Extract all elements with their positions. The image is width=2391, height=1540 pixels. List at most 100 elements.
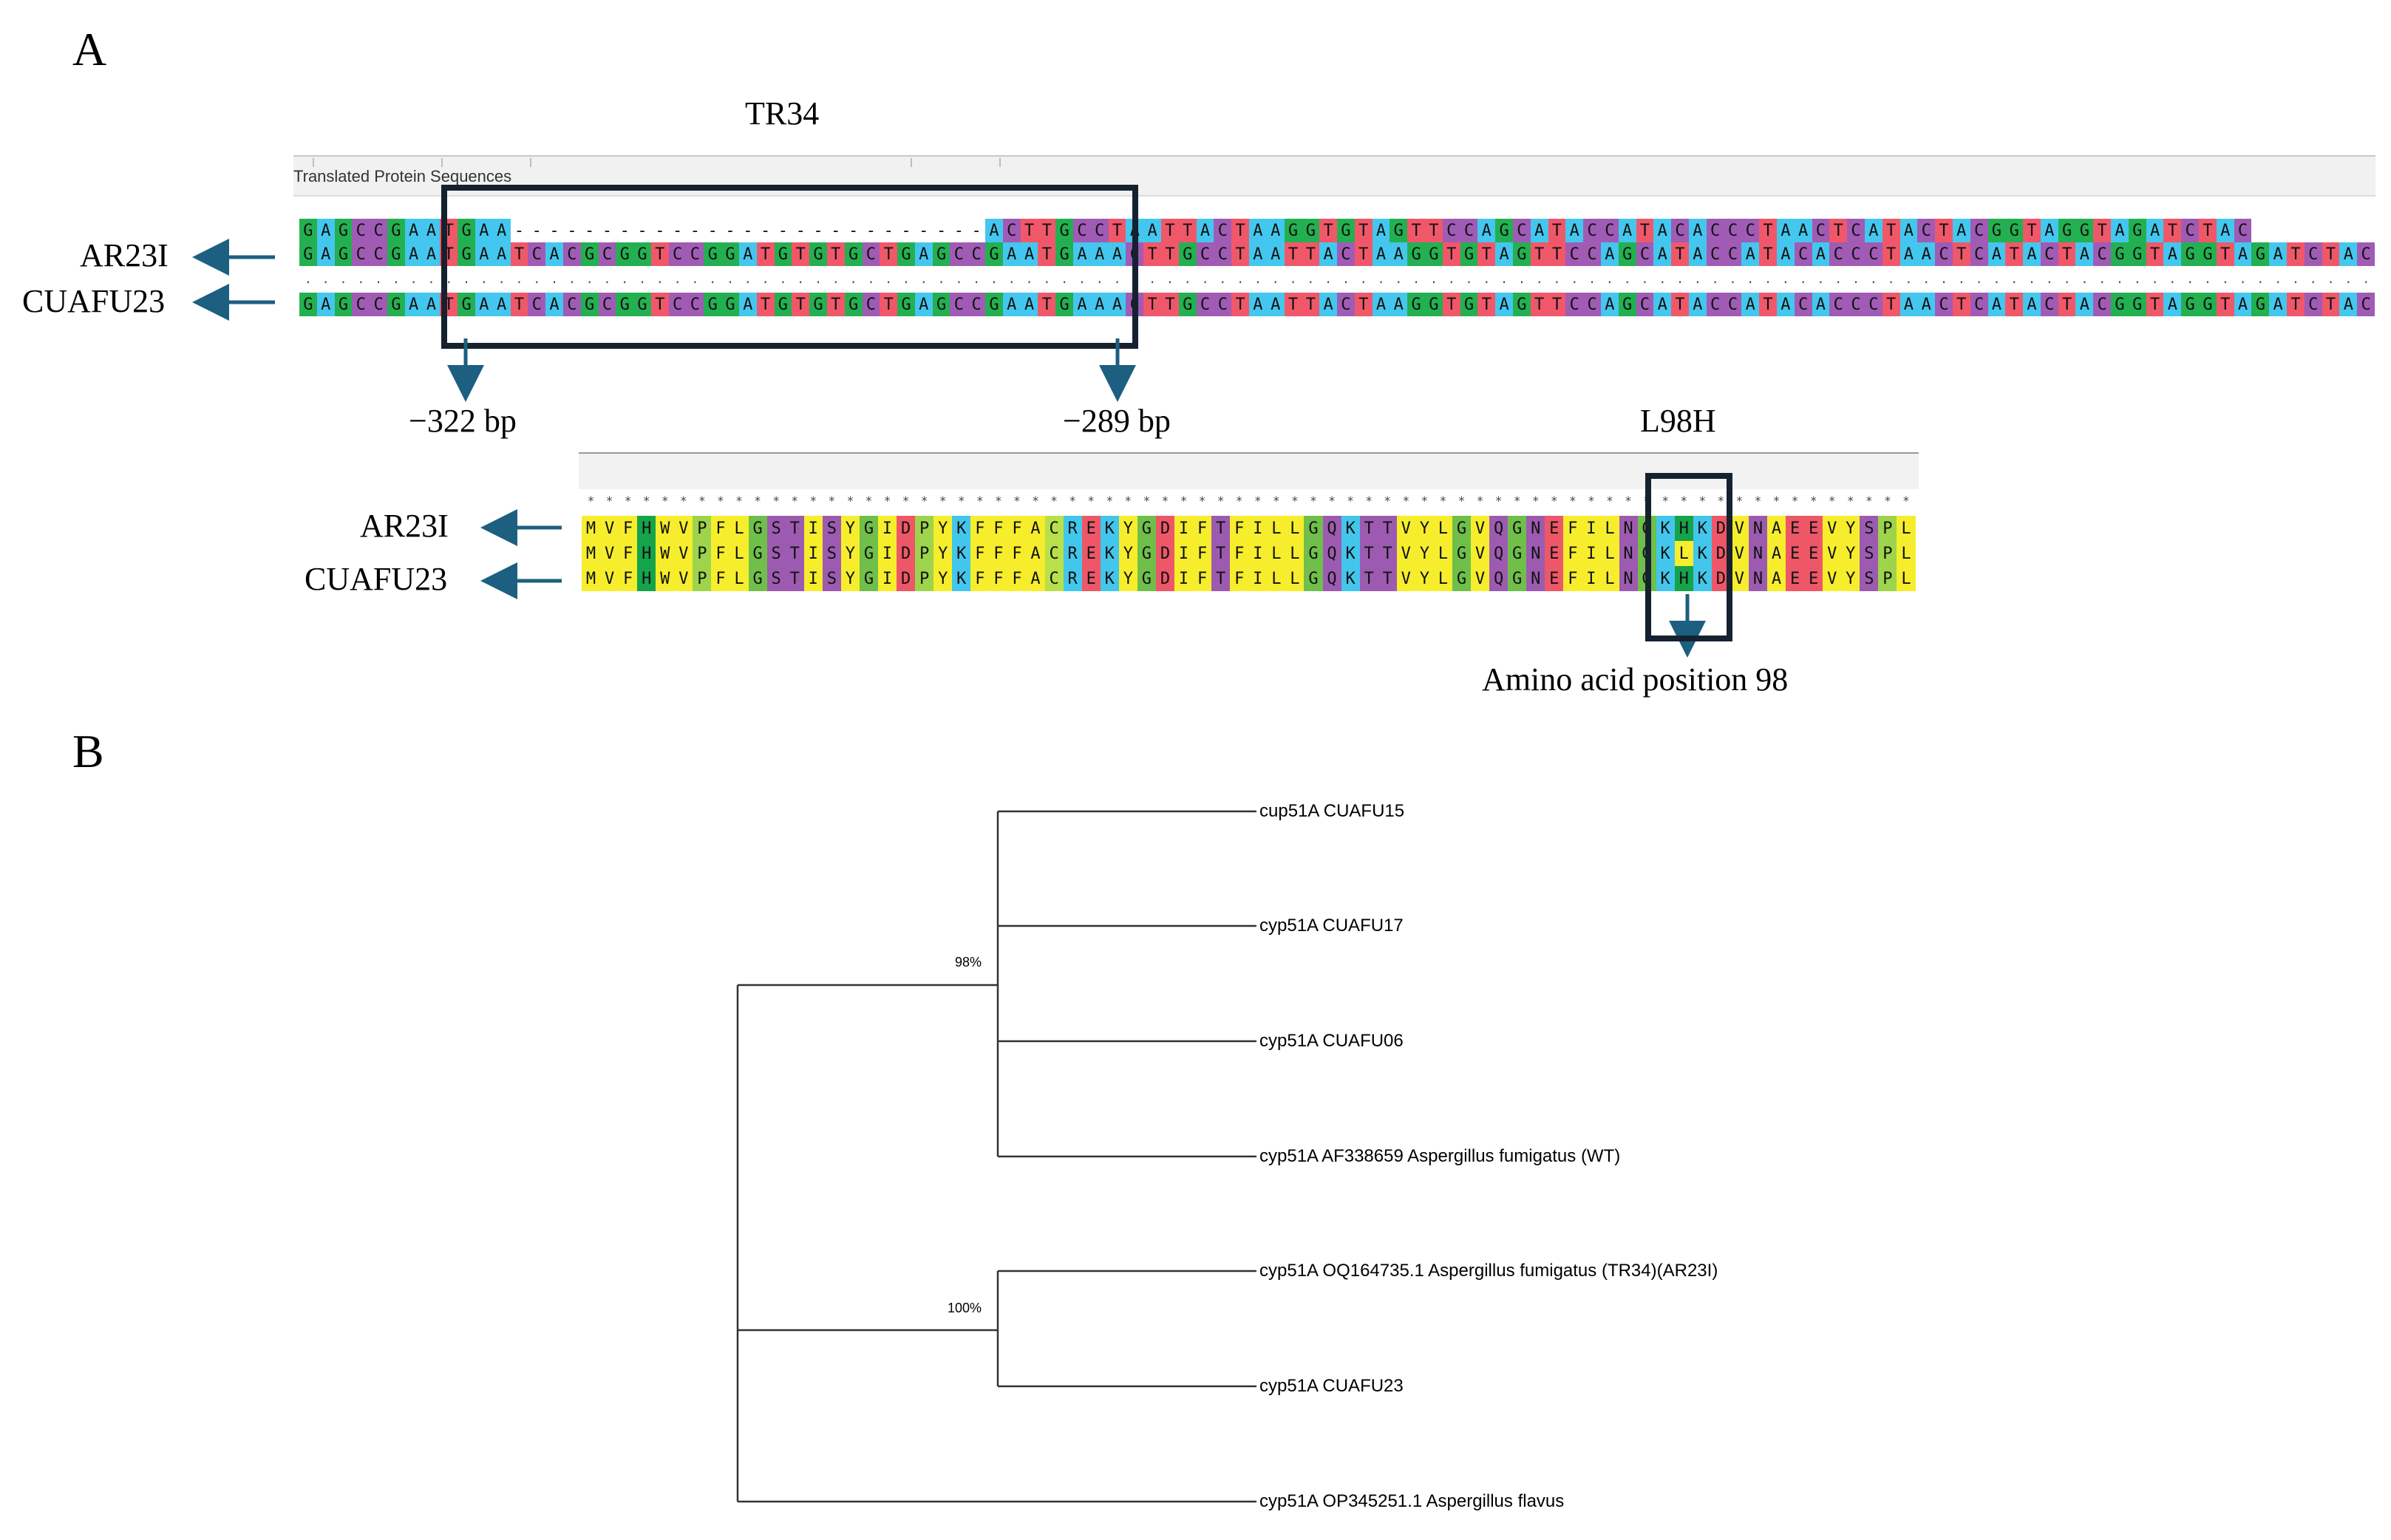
nucleotide-cell: A — [1319, 242, 1338, 266]
panel-b-letter: B — [72, 725, 104, 777]
consensus-cell: * — [902, 493, 910, 508]
nucleotide-cell: G — [2128, 242, 2146, 266]
nucleotide-cell: T — [1354, 242, 1373, 266]
consensus-cell: * — [1662, 493, 1669, 508]
translated-protein-tab[interactable]: Translated Protein Sequences — [293, 167, 512, 185]
consensus-cell: * — [1588, 493, 1595, 508]
nucleotide-cell: A — [1530, 219, 1548, 242]
amino-acid-cell: G — [1304, 516, 1323, 541]
amino-acid-cell: K — [1656, 516, 1675, 541]
consensus-cell: * — [939, 493, 947, 508]
amino-acid-cell: F — [1193, 516, 1212, 541]
nucleotide-cell: T — [1038, 242, 1056, 266]
amino-acid-cell: G — [859, 566, 878, 591]
consensus-cell: . — [1447, 271, 1455, 286]
amino-acid-cell: V — [600, 566, 619, 591]
consensus-cell: * — [1013, 493, 1021, 508]
consensus-cell: . — [797, 271, 805, 286]
nucleotide-cell: A — [1090, 242, 1109, 266]
amino-acid-cell: F — [619, 566, 638, 591]
nucleotide-cell: - — [616, 219, 634, 242]
nucleotide-cell: G — [809, 293, 827, 316]
consensus-cell: * — [1865, 493, 1873, 508]
consensus-cell: . — [1465, 271, 1473, 286]
nucleotide-cell: A — [1653, 293, 1672, 316]
amino-acid-cell: T — [1378, 516, 1397, 541]
nucleotide-cell: T — [1759, 242, 1777, 266]
amino-acid-cell: S — [1860, 516, 1879, 541]
nucleotide-cell: T — [1829, 219, 1848, 242]
nucleotide-cell: G — [2181, 293, 2200, 316]
consensus-cell: * — [883, 493, 891, 508]
amino-acid-cell: V — [674, 566, 693, 591]
nucleotide-cell: G — [458, 242, 475, 266]
amino-acid-cell: E — [1786, 541, 1805, 566]
nucleotide-cell: C — [1935, 242, 1953, 266]
bootstrap-support-100: 100% — [948, 1301, 982, 1315]
amino-acid-cell: G — [1508, 516, 1527, 541]
nucleotide-cell: C — [668, 242, 687, 266]
nucleotide-cell: A — [1266, 219, 1285, 242]
nucleotide-cell: C — [1794, 293, 1812, 316]
amino-acid-cell: S — [822, 516, 841, 541]
consensus-cell: . — [480, 271, 488, 286]
nucleotide-cell: G — [1390, 219, 1408, 242]
nucleotide-cell: T — [2058, 242, 2076, 266]
consensus-cell: * — [1828, 493, 1836, 508]
consensus-cell: . — [2256, 271, 2265, 286]
nucleotide-cell: C — [370, 219, 387, 242]
consensus-cell: * — [1291, 493, 1299, 508]
nucleotide-cell: C — [1583, 293, 1601, 316]
consensus-cell: * — [1606, 493, 1613, 508]
amino-acid-cell: G — [1137, 566, 1156, 591]
amino-acid-cell: K — [1341, 516, 1360, 541]
nucleotide-cell: T — [756, 242, 775, 266]
nucleotide-cell: A — [1899, 242, 1918, 266]
nucleotide-cell: A — [1952, 219, 1970, 242]
consensus-cell: . — [709, 271, 717, 286]
nucleotide-cell: C — [1794, 242, 1812, 266]
amino-acid-cell: P — [693, 516, 712, 541]
nucleotide-cell: A — [1372, 242, 1390, 266]
nucleotide-cell: T — [1636, 219, 1654, 242]
amino-acid-cell: G — [1452, 516, 1471, 541]
nucleotide-cell: A — [1372, 293, 1390, 316]
nucleotide-cell: A — [422, 293, 441, 316]
nucleotide-cell: - — [528, 219, 546, 242]
nucleotide-cell: G — [1407, 293, 1425, 316]
nucleotide-cell: T — [1548, 219, 1566, 242]
nucleotide-cell: C — [1935, 293, 1953, 316]
nucleotide-cell: A — [1073, 293, 1091, 316]
amino-acid-cell: E — [1081, 566, 1101, 591]
nucleotide-cell: T — [2322, 293, 2340, 316]
nucleotide-cell: A — [422, 219, 441, 242]
consensus-cell: * — [1513, 493, 1521, 508]
tree-leaf-label: cyp51A CUAFU17 — [1259, 916, 1404, 936]
amino-acid-cell: K — [1100, 516, 1119, 541]
consensus-cell: . — [392, 271, 400, 286]
nucleotide-cell: G — [299, 293, 317, 316]
consensus-cell: * — [1124, 493, 1132, 508]
nucleotide-cell: G — [721, 242, 739, 266]
amino-acid-cell: Q — [1489, 541, 1509, 566]
nucleotide-cell: A — [1565, 219, 1584, 242]
amino-acid-cell: M — [582, 541, 601, 566]
nucleotide-cell: T — [1671, 242, 1689, 266]
consensus-cell: . — [1852, 271, 1860, 286]
consensus-cell: . — [375, 271, 382, 286]
consensus-cell: * — [1310, 493, 1317, 508]
consensus-cell: . — [497, 271, 506, 286]
consensus-cell: . — [1729, 271, 1737, 286]
consensus-cell: * — [1050, 493, 1058, 508]
nucleotide-cell: G — [387, 219, 405, 242]
amino-acid-cell: L — [1433, 566, 1452, 591]
nucleotide-cell: T — [2146, 293, 2164, 316]
nucleotide-cell: A — [1688, 242, 1707, 266]
nucleotide-cell: G — [1055, 242, 1074, 266]
nucleotide-cell: T — [1425, 219, 1443, 242]
nucleotide-cell: T — [1759, 219, 1777, 242]
amino-acid-cell: F — [711, 516, 730, 541]
consensus-cell: . — [1817, 271, 1825, 286]
